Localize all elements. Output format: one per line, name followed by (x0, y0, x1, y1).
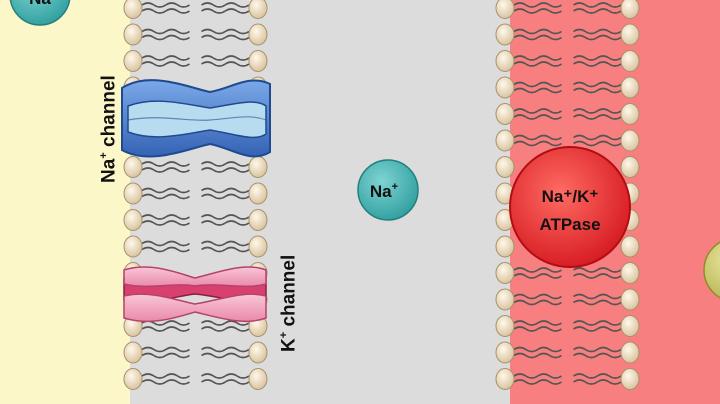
lipid-head (495, 341, 515, 364)
lipid-head (495, 288, 515, 311)
lipid-tail (141, 240, 250, 253)
atpase-line1: Na⁺/K⁺ (542, 187, 599, 206)
partial-ion-icon (703, 241, 720, 299)
lipid-head (495, 368, 515, 390)
lipid-head (248, 50, 268, 72)
lipid-tail (141, 28, 250, 41)
lipid-head (620, 0, 640, 19)
lipid-head (495, 23, 515, 46)
na-ion-icon: Na+ (357, 159, 419, 221)
lipid-head (248, 182, 268, 205)
lipid-head (620, 129, 640, 152)
lipid-head (123, 235, 143, 258)
lipid-head (248, 156, 268, 178)
na-channel-icon (121, 79, 271, 158)
lipid-head (620, 288, 640, 311)
lipid-tail (513, 134, 622, 147)
lipid-head (123, 23, 143, 46)
k-channel-label: K+ channel (278, 254, 300, 352)
lipid-head (495, 156, 515, 178)
lipid-head (248, 235, 268, 258)
k-channel-icon (123, 266, 267, 323)
lipid-head (248, 341, 268, 364)
lipid-head (248, 0, 268, 19)
na-ion-label: Na+ (370, 181, 398, 201)
lipid-head (248, 368, 268, 390)
lipid-head (495, 235, 515, 258)
lipid-head (123, 341, 143, 364)
lipid-head (123, 368, 143, 390)
lipid-tail (141, 346, 250, 359)
lipid-head (123, 0, 143, 19)
lipid-head (495, 103, 515, 125)
lipid-tail (141, 55, 250, 67)
lipid-head (620, 341, 640, 364)
lipid-head (495, 0, 515, 19)
lipid-tail (513, 293, 622, 306)
lipid-head (123, 182, 143, 205)
lipid-head (123, 209, 143, 231)
lipid-head (248, 23, 268, 46)
top-left-ion-label: Na (29, 0, 51, 8)
lipid-tail (141, 373, 250, 385)
lipid-tail (513, 373, 622, 385)
lipid-tail (513, 108, 622, 120)
lipid-tail (513, 346, 622, 359)
atpase-pump-icon: Na⁺/K⁺ ATPase (509, 146, 631, 268)
lipid-head (620, 156, 640, 178)
lipid-tail (513, 81, 622, 94)
lipid-head (620, 103, 640, 125)
atpase-line2: ATPase (539, 215, 600, 234)
right-membrane (495, 0, 640, 390)
lipid-head (620, 262, 640, 284)
lipid-tail (513, 2, 622, 14)
lipid-tail (141, 320, 250, 332)
lipid-head (248, 209, 268, 231)
lipid-head (123, 50, 143, 72)
lipid-tail (513, 267, 622, 279)
lipid-head (620, 368, 640, 390)
lipid-head (620, 76, 640, 99)
lipid-head (620, 235, 640, 258)
lipid-head (495, 50, 515, 72)
lipid-tail (141, 187, 250, 200)
lipid-tail (141, 214, 250, 226)
na-channel-label: Na+ channel (98, 75, 120, 183)
lipid-head (620, 50, 640, 72)
lipid-head (495, 315, 515, 337)
lipid-head (620, 23, 640, 46)
lipid-head (495, 76, 515, 99)
lipid-tail (141, 161, 250, 173)
cytoplasm-region (130, 0, 510, 404)
lipid-tail (141, 2, 250, 14)
lipid-tail (513, 55, 622, 67)
extracellular-region (0, 0, 130, 404)
lipid-head (620, 315, 640, 337)
lipid-head (123, 156, 143, 178)
lipid-tail (513, 320, 622, 332)
lipid-head (495, 262, 515, 284)
na-ion-icon-partial: Na (9, 0, 71, 26)
lipid-tail (513, 28, 622, 41)
lipid-head (495, 129, 515, 152)
